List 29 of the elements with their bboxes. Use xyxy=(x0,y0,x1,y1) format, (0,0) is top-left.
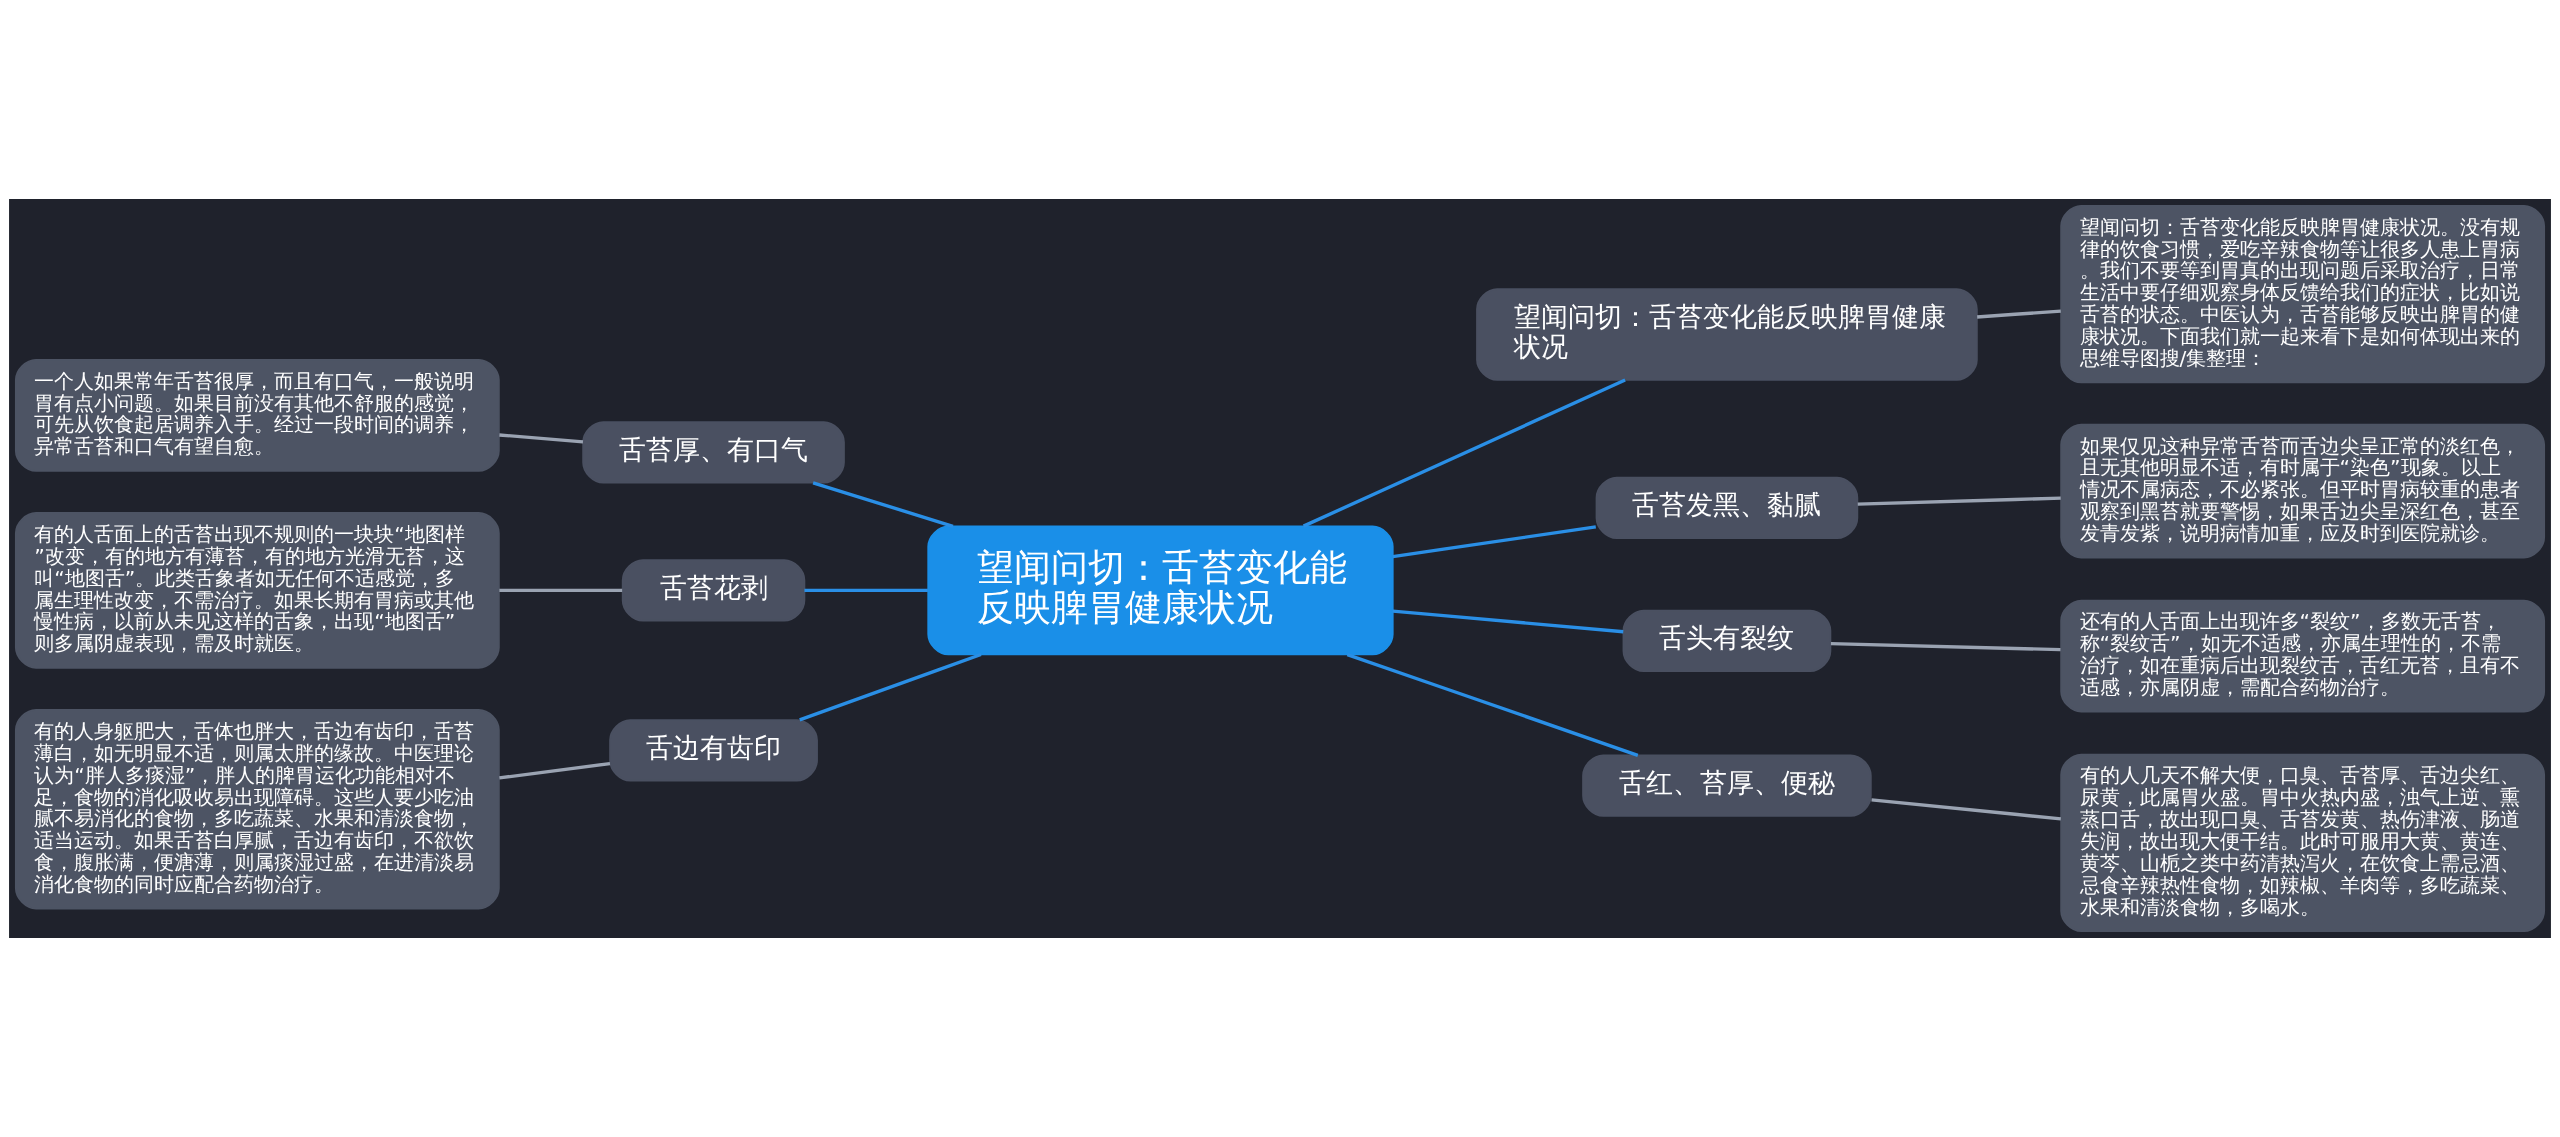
connector xyxy=(1977,309,2061,319)
node-box: 舌头有裂纹 xyxy=(1622,609,1832,673)
node-box: 有的人几天不解大便，口臭、舌苔厚、舌边尖红、尿黄，此属胃火盛。胃中火热内盛，浊气上逆、熏蒸口舌，故出现口臭、舌苔发黄、热伤津液、肠道失润，故出现大便干结。此时可服用大黄、黄连、黄芩、山栀之类中药清热泻火，在饮食上需忌酒、忌食辛辣热性食物，如辣椒、羊肉等，多吃蔬菜、水果和清淡食物，多喝水。 xyxy=(2060,753,2546,933)
node-box: 舌苔厚、有口气 xyxy=(582,421,845,484)
node-box: 望闻问切：舌苔变化能反映脾胃健康状况 xyxy=(927,525,1394,656)
connector xyxy=(1857,496,2061,506)
connector xyxy=(1392,609,1624,634)
node-box: 一个人如果常年舌苔很厚，而且有口气，一般说明胃有点小问题。如果目前没有其他不舒服的感觉，可先从饮食起居调养入手。经过一段时间的调养，异常舌苔和口气有望自愈。 xyxy=(14,358,500,472)
connector xyxy=(799,652,982,722)
connector xyxy=(499,433,584,444)
connector xyxy=(1302,378,1626,528)
node-box: 有的人舌面上的舌苔出现不规则的一块块“地图样”改变，有的地方有薄苔，有的地方光滑无苔，这叫“地图舌”。此类舌象者如无任何不适感觉，多属生理性改变，不需治疗。如果长期有胃病或其他慢性病，以前从未见这样的舌象，出现“地图舌”则多属阴虚表现，需及时就医。 xyxy=(14,512,500,669)
node-box: 有的人身躯肥大，舌体也胖大，舌边有齿印，舌苔薄白，如无明显不适，则属太胖的缘故。中医理论认为“胖人多痰湿”，胖人的脾胃运化功能相对不足，食物的消化吸收易出现障碍。这些人要少吃油腻不易消化的食物，多吃蔬菜、水果和清淡食物，适当运动。如果舌苔白厚腻，舌边有齿印，不欲饮食，腹胀满，便溏薄，则属痰湿过盛，在进清淡易消化食物的同时应配合药物治疗。 xyxy=(14,709,500,910)
node-box: 望闻问切：舌苔变化能反映脾胃健康状况 xyxy=(1476,288,1978,381)
node-box: 舌红、苔厚、便秘 xyxy=(1582,754,1872,817)
node-box: 如果仅见这种异常舌苔而舌边尖呈正常的淡红色，且无其他明显不适，有时属于“染色”现象。以上情况不属病态，不必紧张。但平时胃病较重的患者观察到黑苔就要警惕，如果舌边尖呈深红色，甚至发青发紫，说明病情加重，应及时到医院就诊。 xyxy=(2060,423,2546,559)
connector xyxy=(499,761,611,780)
connector xyxy=(812,481,954,528)
connector xyxy=(1871,798,2061,821)
node-box: 舌苔花剥 xyxy=(621,559,806,622)
connector xyxy=(1346,653,1639,757)
connector xyxy=(499,588,623,593)
node-box: 舌边有齿印 xyxy=(609,719,818,782)
connector xyxy=(1392,525,1597,559)
node-box: 望闻问切：舌苔变化能反映脾胃健康状况。没有规律的饮食习惯，爱吃辛辣食物等让很多人患上胃病。我们不要等到胃真的出现问题后采取治疗，日常生活中要仔细观察身体反馈给我们的症状，比如说舌苔的状态。中医认为，舌苔能够反映出脾胃的健康状况。下面我们就一起来看下是如何体现出来的思维导图搜/集整理： xyxy=(2060,204,2546,384)
connector xyxy=(1830,641,2061,652)
connector xyxy=(804,588,928,593)
node-box: 舌苔发黑、黏腻 xyxy=(1595,476,1859,540)
node-box: 还有的人舌面上出现许多“裂纹”，多数无舌苔，称“裂纹舌”，如无不适感，亦属生理性的，不需治疗，如在重病后出现裂纹舌，舌红无苔，且有不适感，亦属阴虚，需配合药物治疗。 xyxy=(2060,599,2546,713)
